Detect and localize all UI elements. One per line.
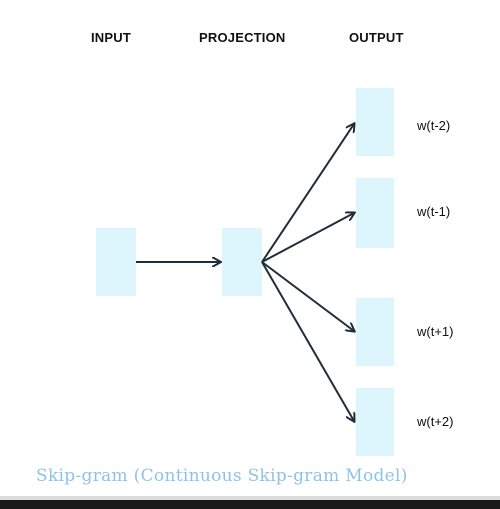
output-node-t-plus-1	[356, 298, 394, 366]
output-label: w(t-2)	[417, 118, 451, 133]
output-node-t-plus-2	[356, 388, 394, 456]
output-label: w(t-1)	[417, 204, 451, 219]
output-node-t-minus-1	[356, 178, 394, 248]
input-header: INPUT	[91, 30, 131, 45]
output-node-t-minus-2	[356, 88, 394, 156]
output-header: OUTPUT	[349, 30, 404, 45]
output-label: w(t+1)	[417, 324, 454, 339]
caption: Skip-gram (Continuous Skip-gram Model)	[36, 466, 408, 486]
bottom-divider-light	[0, 496, 500, 500]
projection-to-output-1-arrow	[261, 124, 354, 263]
output-label: w(t+2)	[417, 414, 454, 429]
projection-node	[222, 228, 262, 296]
projection-to-output-4-arrow	[261, 261, 354, 421]
projection-to-output-3-arrow	[261, 261, 354, 331]
projection-header: PROJECTION	[199, 30, 286, 45]
projection-to-output-2-arrow	[261, 213, 354, 263]
input-node	[96, 228, 136, 296]
bottom-divider	[0, 500, 500, 509]
